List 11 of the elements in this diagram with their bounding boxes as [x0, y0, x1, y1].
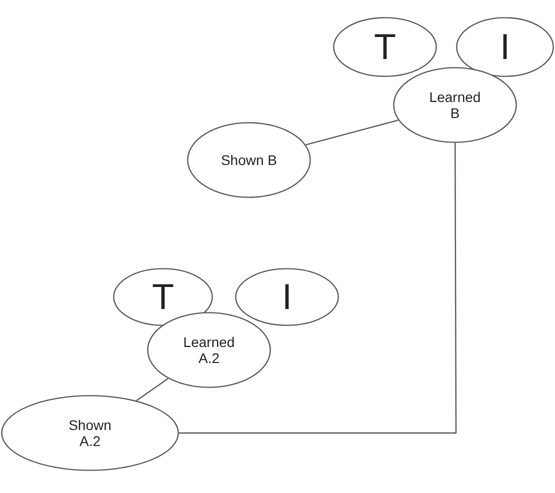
- letter-label: T: [373, 29, 397, 65]
- node-label: Learned A.2: [182, 334, 236, 366]
- connector-line: [136, 378, 168, 402]
- connector-line: [306, 120, 398, 146]
- letter-label: I: [280, 279, 293, 315]
- connector-line: [179, 143, 457, 434]
- letter-label: I: [498, 29, 511, 65]
- node-label: Learned B: [428, 88, 482, 122]
- node-label: Shown B: [220, 152, 278, 168]
- node-label: Shown A.2: [68, 416, 112, 450]
- letter-label: T: [151, 279, 175, 315]
